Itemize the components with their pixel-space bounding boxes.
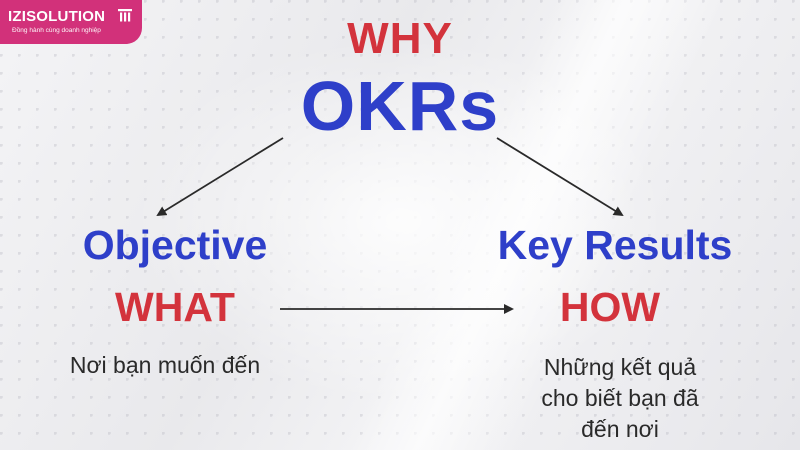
key-results-description-line: Những kết quả (543, 354, 697, 380)
objective-description: Nơi bạn muốn đến (69, 352, 261, 378)
key-results-description: Những kết quả cho biết bạn đã đến nơi (500, 352, 740, 445)
logo-mark-icon (118, 9, 132, 22)
key-results-description-line: cho biết bạn đã (541, 385, 699, 411)
what-label: WHAT (115, 284, 235, 330)
logo-tagline: Đồng hành cùng doanh nghiệp (12, 27, 101, 34)
okrs-title: OKRs (300, 67, 500, 145)
how-label: HOW (559, 284, 661, 330)
arrow-okrs-to-key-results (496, 137, 624, 217)
key-results-description-line: đến nơi (581, 416, 659, 442)
logo-name: IZISOLUTION (8, 8, 106, 25)
arrow-okrs-to-objective (156, 137, 284, 217)
brand-logo: IZISOLUTION Đồng hành cùng doanh nghiệp (0, 0, 142, 44)
objective-heading: Objective (82, 222, 268, 268)
key-results-heading: Key Results (497, 222, 733, 268)
why-label: WHY (347, 14, 453, 63)
